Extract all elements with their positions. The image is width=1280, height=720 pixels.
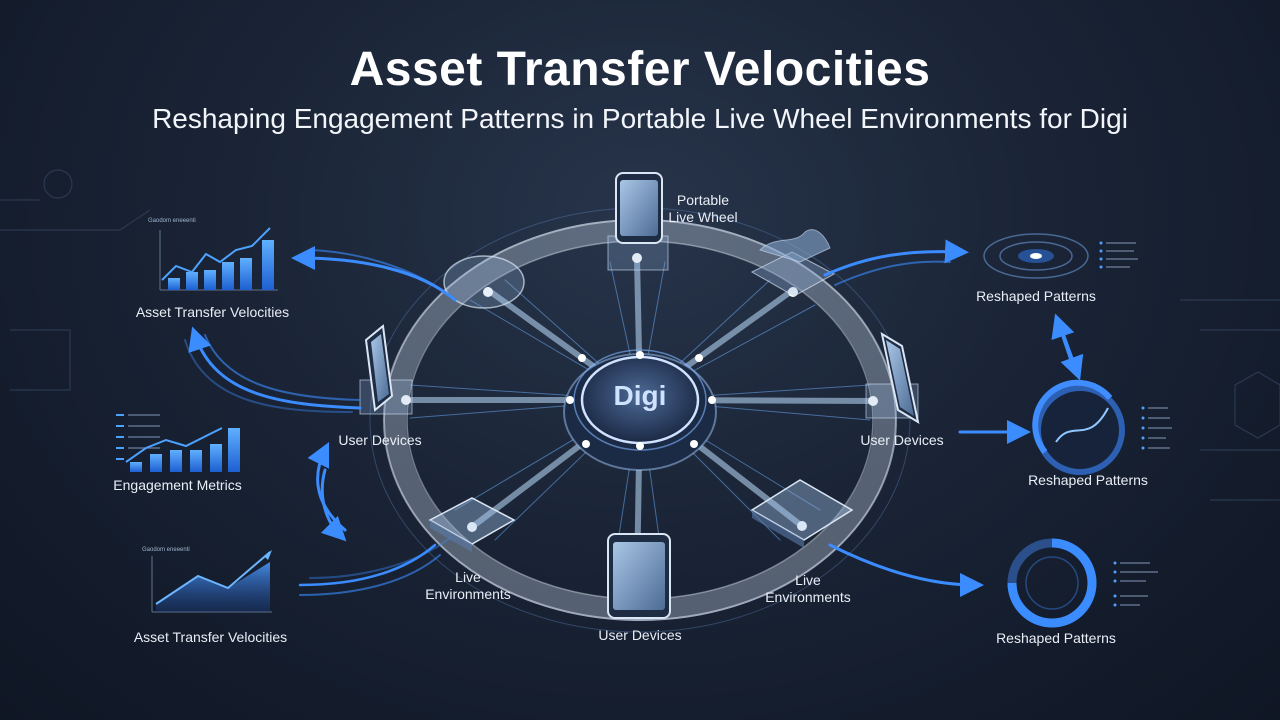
phone-bottom xyxy=(607,533,671,619)
phone-left xyxy=(359,324,413,415)
page-subtitle: Reshaping Engagement Patterns in Portabl… xyxy=(152,103,1128,134)
user-devices-bottom-label: User Devices xyxy=(598,627,682,643)
live-env-right-line2: Environments xyxy=(765,589,851,605)
digi-hub xyxy=(563,349,717,471)
background-circuit xyxy=(0,169,1280,501)
left-middle-panel-label: Engagement Metrics xyxy=(113,477,242,493)
svg-text:Gaodom eneeenti: Gaodom eneeenti xyxy=(148,218,196,224)
right-top-panel-label: Reshaped Patterns xyxy=(976,288,1096,304)
user-devices-right-label: User Devices xyxy=(860,432,944,448)
right-middle-gauge xyxy=(1032,379,1172,475)
right-middle-panel-label: Reshaped Patterns xyxy=(1028,472,1148,488)
node-dots xyxy=(401,253,878,587)
svg-text:Gaodom eneeenti: Gaodom eneeenti xyxy=(142,547,190,553)
left-top-chart: Gaodom eneeenti xyxy=(148,218,278,291)
portable-live-wheel-line1: Portable xyxy=(676,192,730,208)
right-bottom-panel-label: Reshaped Patterns xyxy=(996,630,1116,646)
page-title: Asset Transfer Velocities xyxy=(349,43,931,96)
live-environments-right-label: Live Environments xyxy=(758,572,858,606)
right-bottom-donut xyxy=(1007,538,1158,628)
live-env-right-line1: Live xyxy=(795,572,821,588)
live-environments-left-label: Live Environments xyxy=(418,569,518,603)
live-env-left-line1: Live xyxy=(455,569,481,585)
tablet-top-left xyxy=(443,255,525,309)
right-top-radar xyxy=(983,233,1138,279)
left-bottom-chart: Gaodom eneeenti xyxy=(142,547,272,613)
left-top-panel-label: Asset Transfer Velocities xyxy=(135,304,290,320)
user-devices-left-label: User Devices xyxy=(338,432,422,448)
phone-top xyxy=(607,172,669,271)
portable-live-wheel-label: Portable Live Wheel xyxy=(668,192,738,226)
live-env-left-line2: Environments xyxy=(425,586,511,602)
left-middle-chart xyxy=(116,414,240,472)
flow-arrows xyxy=(184,239,1084,597)
phone-right xyxy=(865,331,920,425)
hub-label: Digi xyxy=(613,380,667,411)
left-bottom-panel-label: Asset Transfer Velocities xyxy=(133,629,288,645)
tablet-top-right xyxy=(750,229,836,297)
device-bottom-left xyxy=(428,497,516,552)
portable-live-wheel-line2: Live Wheel xyxy=(668,209,738,225)
device-bottom-right xyxy=(750,479,854,548)
